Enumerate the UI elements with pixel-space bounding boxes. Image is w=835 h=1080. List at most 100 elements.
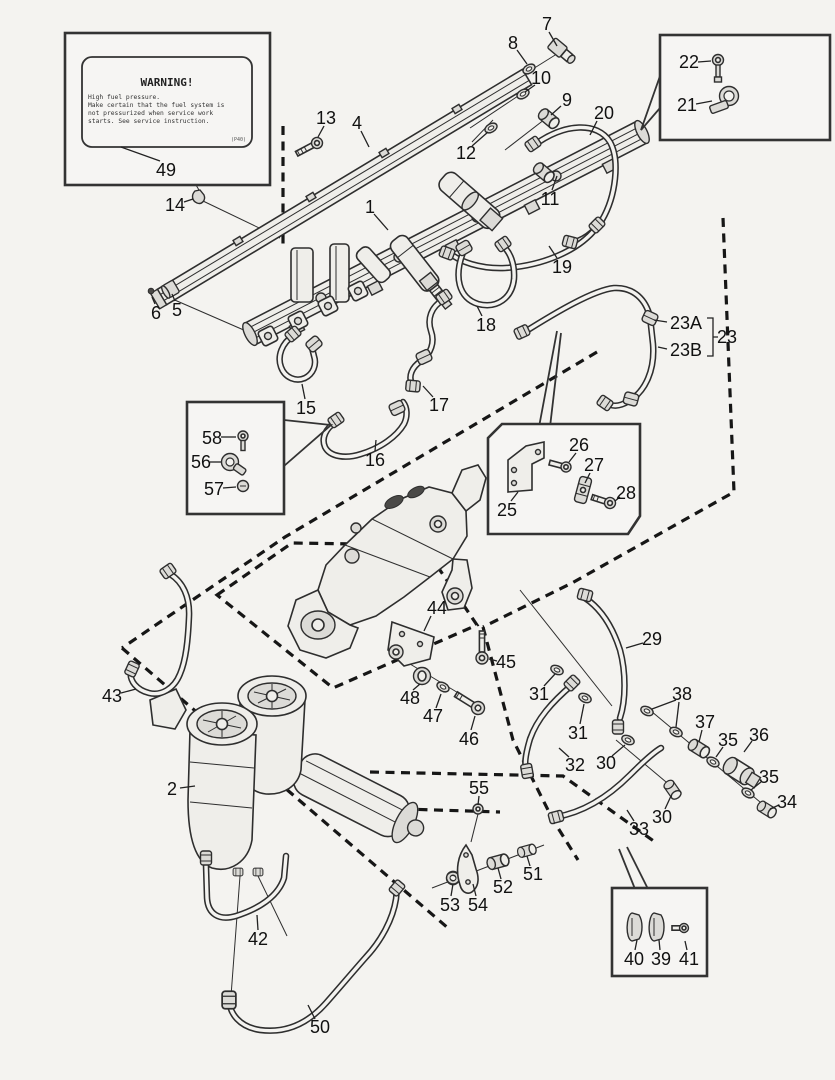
leader-32 [558, 747, 570, 758]
filter-canister-left [187, 729, 257, 870]
callout-11: 11 [541, 189, 560, 209]
block-27 [573, 475, 593, 505]
callout-47: 47 [423, 706, 443, 726]
leader-45 [488, 658, 498, 662]
rail-end-left [242, 321, 258, 347]
leader-20 [589, 120, 598, 136]
leader-23B [657, 346, 668, 350]
callout-34: 34 [777, 792, 797, 812]
fitting-34 [754, 798, 779, 821]
callout-28: 28 [616, 483, 636, 503]
clip-14 [191, 189, 206, 205]
callout-23A: 23A [670, 313, 702, 333]
washer-31 [576, 690, 594, 706]
leader-47 [435, 693, 442, 709]
leader-8 [516, 49, 528, 65]
pin-6 [147, 287, 155, 295]
callout-14: 14 [165, 195, 185, 215]
mount-flange [317, 295, 339, 317]
pipe-nut [611, 719, 625, 735]
rail-end-right [634, 119, 650, 145]
pipe-16 [320, 398, 410, 460]
callout-33: 33 [629, 819, 649, 839]
callout-35: 35 [718, 730, 738, 750]
mount-flange [347, 280, 369, 302]
callout-4: 4 [352, 113, 362, 133]
washer-31 [548, 662, 566, 678]
leader-10 [524, 84, 536, 93]
callout-48: 48 [400, 688, 420, 708]
dashed-line [482, 217, 736, 629]
washer-47 [434, 679, 452, 695]
leader-1 [373, 213, 389, 231]
pump-port [407, 485, 425, 499]
warning-line: High fuel pressure. [88, 94, 160, 101]
dashed-line [121, 350, 598, 650]
high-pressure-pump [287, 464, 487, 659]
pipe-33 [552, 744, 665, 821]
injector [438, 171, 504, 232]
pipe-hardware [123, 37, 779, 1010]
bolt-45 [475, 630, 489, 665]
callout-2: 2 [167, 779, 177, 799]
callout-44: 44 [427, 598, 447, 618]
callout-17: 17 [429, 395, 449, 415]
rail-cylinder [329, 243, 350, 303]
rail-cylinder [290, 247, 314, 303]
pipe-29 [581, 594, 628, 722]
cover-clip [305, 191, 317, 203]
pipe-19 [444, 223, 601, 272]
callout-57: 57 [204, 479, 224, 499]
grommet-5 [160, 279, 180, 299]
callout-43: 43 [102, 686, 122, 706]
callout-18: 18 [476, 315, 496, 335]
pipe-clamp [304, 334, 324, 354]
leader-42 [256, 914, 259, 931]
warning-box: WARNING! High fuel pressure. Make certai… [63, 31, 272, 187]
clamp-half-40 [626, 912, 643, 942]
leader-18 [476, 305, 483, 317]
callout-22: 22 [679, 52, 699, 72]
washer-30 [619, 732, 637, 748]
leader-16 [374, 439, 377, 452]
warning-label [81, 56, 253, 148]
leader-52 [497, 867, 502, 880]
rail-cover [149, 68, 533, 310]
leader-34 [769, 804, 780, 810]
leader-30 [664, 795, 672, 810]
leader-35 [750, 781, 762, 791]
callout-16: 16 [365, 450, 385, 470]
washer-38 [638, 703, 656, 719]
inset-box-56-58 [185, 400, 334, 516]
leader-14 [183, 198, 194, 203]
pipe-15 [276, 332, 319, 383]
pipe-nut [199, 850, 213, 866]
warning-line: not pressurized when service work [88, 110, 213, 117]
leader-37 [698, 729, 703, 743]
fuel-pipes [276, 124, 665, 821]
pipe-nut [221, 990, 237, 1010]
clamp-half-39 [648, 912, 665, 942]
leader-38 [675, 701, 680, 728]
pipe-clamp-23A [640, 308, 660, 328]
fitting-51 [515, 842, 538, 859]
leader-39 [658, 939, 661, 951]
callout-39: 39 [651, 949, 671, 969]
pipe-42 [202, 852, 290, 921]
callout-26: 26 [569, 435, 589, 455]
leader-53 [450, 883, 454, 897]
inset-box-25-28 [486, 330, 642, 536]
leader-55 [477, 795, 480, 806]
fitting-52 [484, 852, 511, 872]
leader-38 [651, 699, 677, 710]
leader-50 [307, 1004, 316, 1020]
callout-12: 12 [456, 143, 476, 163]
pipe-nut [576, 587, 594, 603]
callout-42: 42 [248, 929, 268, 949]
leader-12 [471, 131, 489, 147]
pipe-23 [519, 284, 657, 409]
callout-32: 32 [565, 755, 585, 775]
cover-clip [378, 147, 390, 159]
